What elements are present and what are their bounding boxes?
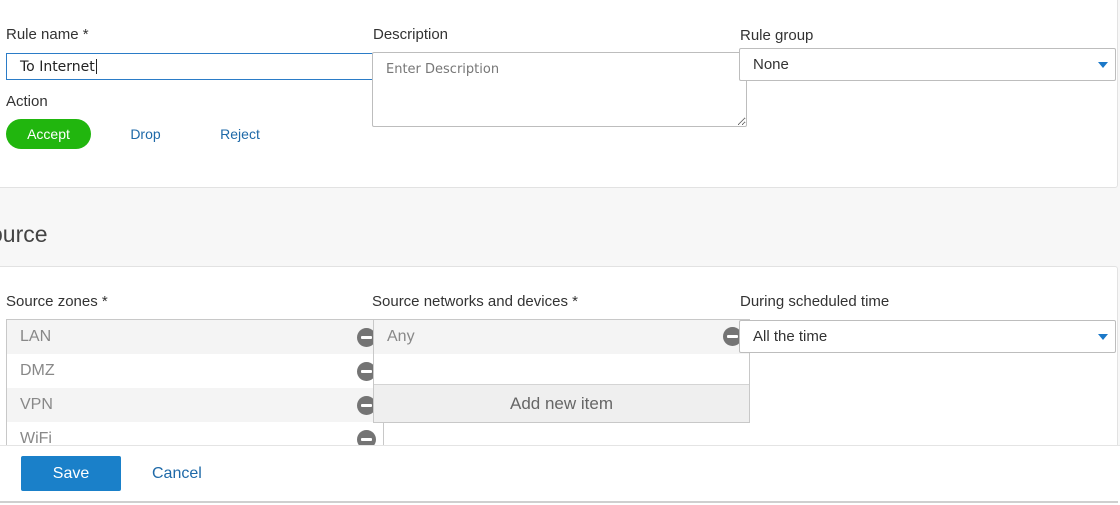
zone-label: WiFi <box>20 430 52 447</box>
description-label: Description <box>373 26 449 43</box>
zone-label: LAN <box>20 328 52 345</box>
rule-group-select[interactable]: None <box>739 48 1116 81</box>
remove-dmz-icon[interactable] <box>357 362 376 381</box>
network-label: Any <box>387 328 415 345</box>
dropdown-arrow-icon <box>1098 333 1108 340</box>
text-caret <box>95 59 97 74</box>
zone-item-lan: LAN <box>7 320 383 354</box>
action-label: Action <box>6 93 48 110</box>
zone-item-vpn: VPN <box>7 388 383 422</box>
remove-vpn-icon[interactable] <box>357 396 376 415</box>
source-zones-list: LAN DMZ VPN WiFi <box>6 319 384 459</box>
horizontal-scrollbar[interactable] <box>0 501 1118 503</box>
add-new-item-button[interactable]: Add new item <box>374 384 749 422</box>
description-input[interactable] <box>372 52 747 127</box>
remove-wifi-icon[interactable] <box>357 430 376 449</box>
rule-name-value: To Internet <box>20 58 95 75</box>
form-footer: Save Cancel <box>0 445 1120 505</box>
zone-label: DMZ <box>20 362 55 379</box>
cancel-button[interactable]: Cancel <box>152 465 202 482</box>
network-item-any: Any <box>374 320 749 354</box>
schedule-select[interactable]: All the time <box>739 320 1116 353</box>
action-drop-button[interactable]: Drop <box>130 126 161 142</box>
zone-item-dmz: DMZ <box>7 354 383 388</box>
action-accept-button[interactable]: Accept <box>6 119 91 149</box>
rule-name-input[interactable]: To Internet <box>6 53 376 80</box>
rule-group-value: None <box>753 56 789 73</box>
source-section-title: ource <box>0 221 48 247</box>
remove-lan-icon[interactable] <box>357 328 376 347</box>
source-networks-label: Source networks and devices * <box>372 293 578 310</box>
source-networks-list: Any Add new item <box>373 319 750 423</box>
source-zones-label: Source zones * <box>6 293 108 310</box>
zone-label: VPN <box>20 396 53 413</box>
schedule-label: During scheduled time <box>740 293 890 310</box>
rule-name-label: Rule name * <box>6 26 89 43</box>
action-reject-button[interactable]: Reject <box>220 126 260 142</box>
schedule-value: All the time <box>753 328 828 345</box>
dropdown-arrow-icon <box>1098 61 1108 68</box>
remove-any-icon[interactable] <box>723 327 742 346</box>
rule-group-label: Rule group <box>740 27 814 44</box>
save-button[interactable]: Save <box>21 456 121 491</box>
zone-item-wifi: WiFi <box>7 422 383 456</box>
